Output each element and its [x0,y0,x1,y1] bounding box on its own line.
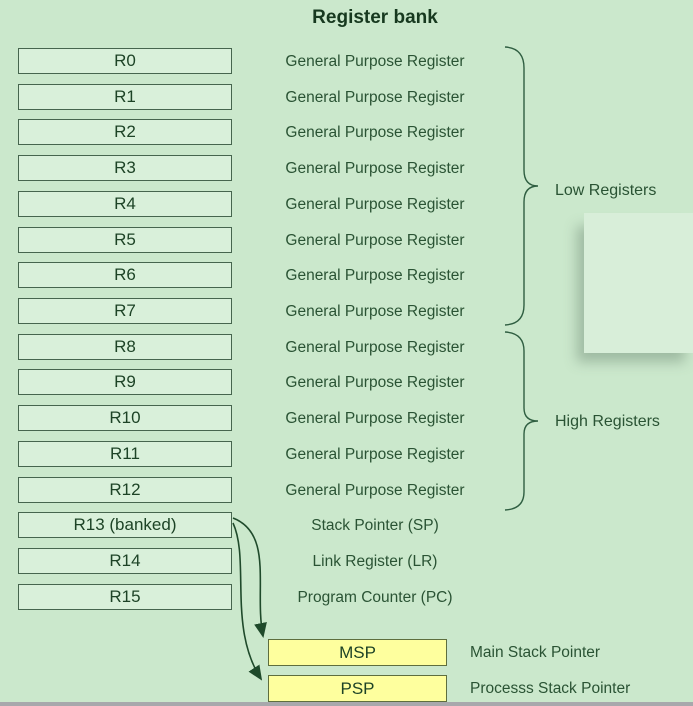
register-name: R10 [109,408,141,427]
register-row: R8 General Purpose Register [0,334,693,361]
register-row: R11 General Purpose Register [0,441,693,468]
msp-box: MSP [268,639,447,666]
register-name: R0 [114,51,136,70]
register-row: R14 Link Register (LR) [0,548,693,575]
register-description: General Purpose Register [285,52,465,70]
register-description: Stack Pointer (SP) [311,516,439,534]
register-name: R7 [114,301,136,320]
register-name: R1 [114,87,136,106]
register-box: R1 [18,84,232,110]
register-box: R10 [18,405,232,431]
register-description: Link Register (LR) [312,552,438,570]
register-row: R9 General Purpose Register [0,369,693,396]
register-description: General Purpose Register [285,302,465,320]
register-box: R3 [18,155,232,181]
register-box: R15 [18,584,232,610]
register-box: R11 [18,441,232,467]
psp-description: Processs Stack Pointer [470,680,631,697]
register-row: R0 General Purpose Register [0,48,693,75]
register-description: General Purpose Register [285,123,465,141]
psp-label: PSP [340,678,375,698]
register-name: R15 [109,587,141,606]
register-name: R12 [109,480,141,499]
register-box: R13 (banked) [18,512,232,538]
register-row: R7 General Purpose Register [0,298,693,325]
register-row: R13 (banked) Stack Pointer (SP) [0,512,693,539]
faded-highlight-rectangle [584,213,693,353]
register-name: R8 [114,337,136,356]
register-box: R12 [18,477,232,503]
register-name: R11 [110,444,140,463]
register-row: R6 General Purpose Register [0,262,693,289]
low-registers-label: Low Registers [555,182,657,199]
psp-box: PSP [268,675,447,702]
register-name: R6 [114,265,136,284]
register-row: R2 General Purpose Register [0,119,693,146]
register-description: General Purpose Register [285,159,465,177]
register-description: General Purpose Register [285,266,465,284]
register-name: R9 [114,372,136,391]
register-box: R6 [18,262,232,288]
msp-label: MSP [339,642,376,662]
register-description: General Purpose Register [285,445,465,463]
register-row: R15 Program Counter (PC) [0,584,693,611]
register-description: General Purpose Register [285,88,465,106]
register-row: R4 General Purpose Register [0,191,693,218]
register-row: R10 General Purpose Register [0,405,693,432]
register-box: R8 [18,334,232,360]
register-row: R1 General Purpose Register [0,84,693,111]
register-name: R3 [114,158,136,177]
bottom-window-edge [0,702,693,706]
register-description: Program Counter (PC) [297,588,453,606]
register-description: General Purpose Register [285,373,465,391]
register-description: General Purpose Register [285,195,465,213]
diagram-title: Register bank [312,7,438,28]
register-box: R7 [18,298,232,324]
register-box: R2 [18,119,232,145]
register-name: R5 [114,230,136,249]
register-name: R2 [114,122,136,141]
register-row: R3 General Purpose Register [0,155,693,182]
register-box: R14 [18,548,232,574]
register-description: General Purpose Register [285,481,465,499]
register-name: R4 [114,194,136,213]
register-box: R4 [18,191,232,217]
msp-description: Main Stack Pointer [470,644,601,661]
register-name: R14 [109,551,141,570]
register-description: General Purpose Register [285,338,465,356]
register-box: R0 [18,48,232,74]
register-description: General Purpose Register [285,231,465,249]
register-box: R5 [18,227,232,253]
high-registers-label: High Registers [555,413,660,430]
register-row: R12 General Purpose Register [0,477,693,504]
register-description: General Purpose Register [285,409,465,427]
register-name: R13 (banked) [73,515,177,534]
register-row: R5 General Purpose Register [0,227,693,254]
register-box: R9 [18,369,232,395]
